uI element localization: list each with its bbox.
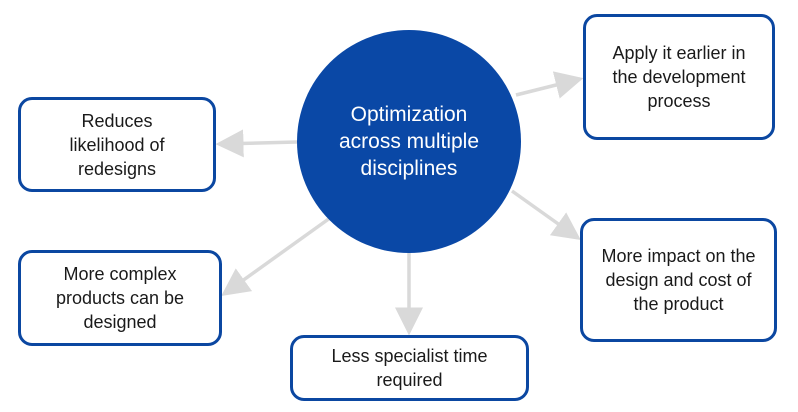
node-reduces-redesigns: Reduces likelihood of redesigns	[18, 97, 216, 192]
arrow-to-impact	[510, 189, 581, 241]
node-label: Reduces likelihood of redesigns	[69, 110, 165, 179]
node-apply-earlier: Apply it earlier in the development proc…	[583, 14, 775, 140]
hub-label: Optimization across multiple disciplines	[338, 103, 480, 180]
node-label: More impact on the design and cost of th…	[601, 246, 756, 314]
node-more-impact: More impact on the design and cost of th…	[580, 218, 777, 342]
node-label: Less specialist time required	[331, 346, 488, 390]
node-label: More complex products can be designed	[55, 264, 185, 332]
arrow-to-earlier	[515, 71, 584, 99]
node-complex-products: More complex products can be designed	[18, 250, 222, 346]
node-less-specialist-time: Less specialist time required	[290, 335, 529, 401]
arrow-to-reduces	[215, 129, 298, 158]
node-label: Apply it earlier in the development proc…	[612, 43, 746, 111]
arrow-to-complex	[221, 216, 332, 297]
hub-circle: Optimization across multiple disciplines	[297, 30, 521, 253]
